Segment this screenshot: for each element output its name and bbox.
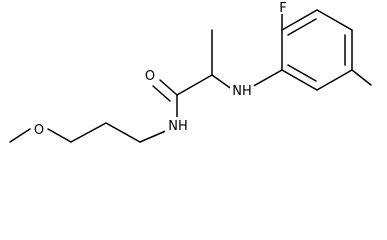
ring-bond-4 <box>316 69 353 91</box>
ether-o-to-methyl-bond <box>9 128 31 143</box>
carbonyl-oxygen-label: O <box>145 69 155 84</box>
structure-svg: F NH O NH O <box>9 0 372 143</box>
amine-nh-atom: NH <box>230 82 254 99</box>
amide-nh-atom: NH <box>165 117 191 134</box>
ch2-to-ether-o-bond <box>47 128 72 143</box>
amide-nh-to-ch2-bond <box>139 129 169 143</box>
ch-to-carbonyl-bond <box>176 74 213 96</box>
nh-to-ch-bond <box>211 74 234 91</box>
ring-methyl-bond <box>351 69 372 86</box>
molecule-diagram: F NH O NH O <box>9 0 372 143</box>
ring-bond-5 <box>281 69 318 91</box>
carbonyl-double-bond-a <box>159 79 178 96</box>
ether-oxygen-atom: O <box>32 121 46 138</box>
ring-double-1 <box>287 18 317 36</box>
fluorine-label: F <box>279 1 286 16</box>
ring-to-nh-bond <box>249 69 283 89</box>
carbonyl-double-bond-b <box>152 85 171 102</box>
fluorine-atom: F <box>277 0 289 16</box>
carbonyl-oxygen-atom: O <box>143 67 157 84</box>
ring-double-3 <box>287 64 317 82</box>
ring-bond-2 <box>316 9 353 31</box>
ch2-ch2-bond-1 <box>105 122 141 143</box>
ch2-ch2-bond-2 <box>70 122 107 143</box>
amide-nh-label: NH <box>168 119 188 134</box>
benzene-ring <box>281 9 353 91</box>
amine-nh-label: NH <box>232 84 252 99</box>
ether-oxygen-label: O <box>34 123 44 138</box>
ring-bond-1 <box>281 9 318 31</box>
